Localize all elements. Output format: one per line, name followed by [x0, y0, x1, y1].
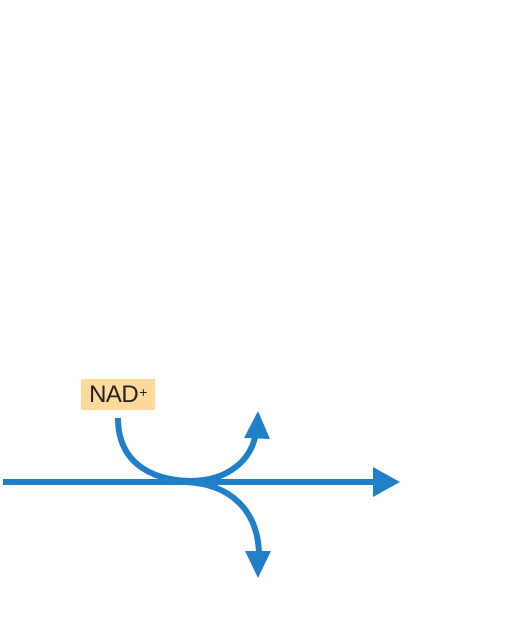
upper-branch-arrowhead [244, 411, 270, 439]
nad-plus-label: NAD+ [81, 379, 155, 410]
upper-branch-curve [115, 417, 259, 485]
lower-branch-curve [185, 479, 262, 555]
main-flow-arrowhead [373, 467, 400, 497]
nad-label-text: NAD [89, 380, 139, 408]
nad-label-superscript: + [139, 383, 147, 400]
lower-branch-arrowhead [245, 551, 271, 578]
